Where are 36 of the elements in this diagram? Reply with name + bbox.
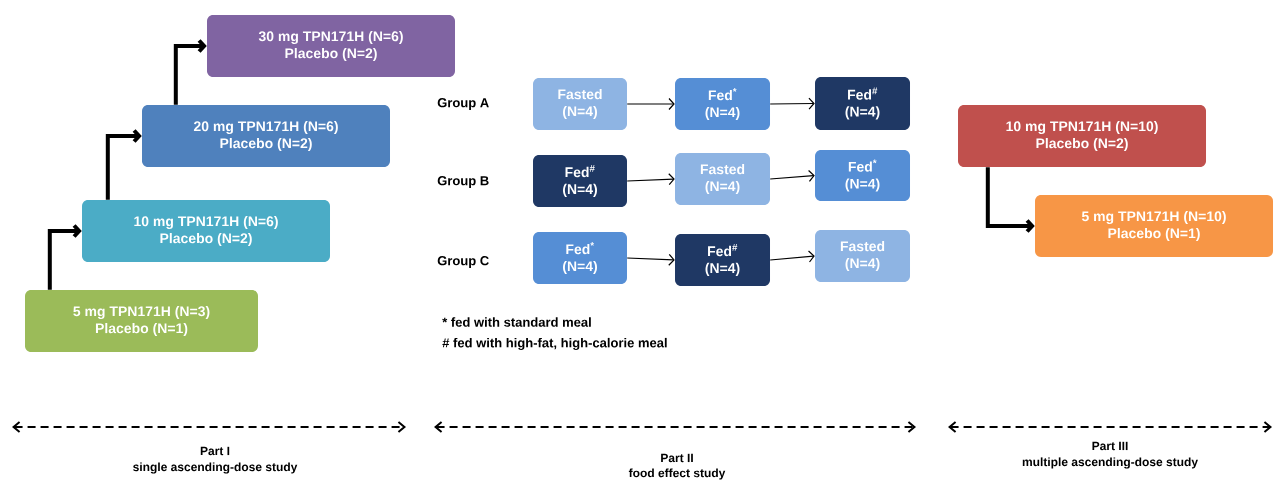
group-label: Group C xyxy=(437,256,489,268)
condition-box: Fed$^{#}$ (N=4) xyxy=(675,234,770,286)
footnote: # fed with high-fat, high-calorie meal xyxy=(442,337,667,351)
dose-box: 20 mg TPN171H (N=6) Placebo (N=2) xyxy=(142,105,390,167)
part-subtitle: single ascending-dose study xyxy=(133,462,298,474)
condition-box: Fed$^{*}$ (N=4) xyxy=(675,78,770,130)
arrow xyxy=(985,167,1035,233)
arrow xyxy=(769,250,815,263)
arrow xyxy=(47,224,82,290)
dose-box: 5 mg TPN171H (N=3) Placebo (N=1) xyxy=(25,290,258,352)
part-title: Part I xyxy=(200,446,230,456)
group-label: Group B xyxy=(437,176,489,188)
arrow xyxy=(769,97,815,110)
arrow xyxy=(626,253,675,266)
condition-box: Fed$^{#}$ (N=4) xyxy=(815,77,910,130)
group-label: Group A xyxy=(437,98,489,110)
footnote: * fed with standard meal xyxy=(442,317,591,327)
part-subtitle: multiple ascending-dose study xyxy=(1022,457,1198,469)
arrow xyxy=(769,169,815,183)
condition-box: Fed$^{*}$ (N=4) xyxy=(533,232,627,284)
dose-box: 10 mg TPN171H (N=6) Placebo (N=2) xyxy=(82,200,330,262)
arrow xyxy=(105,129,142,200)
dose-box: 30 mg TPN171H (N=6) Placebo (N=2) xyxy=(207,15,455,77)
dose-box: 5 mg TPN171H (N=10) Placebo (N=1) xyxy=(1035,195,1273,257)
arrow xyxy=(626,173,675,186)
arrow xyxy=(626,97,675,111)
condition-box: Fasted (N=4) xyxy=(675,153,770,205)
condition-box: Fasted (N=4) xyxy=(533,78,627,130)
condition-box: Fed$^{*}$ (N=4) xyxy=(815,150,910,201)
part-title: Part III xyxy=(1092,441,1128,451)
part-title: Part II xyxy=(661,453,693,463)
arrow xyxy=(173,39,207,105)
condition-box: Fed$^{#}$ (N=4) xyxy=(533,155,627,207)
part-subtitle: food effect study xyxy=(628,468,726,480)
dose-box: 10 mg TPN171H (N=10) Placebo (N=2) xyxy=(958,105,1206,167)
condition-box: Fasted (N=4) xyxy=(815,230,910,282)
